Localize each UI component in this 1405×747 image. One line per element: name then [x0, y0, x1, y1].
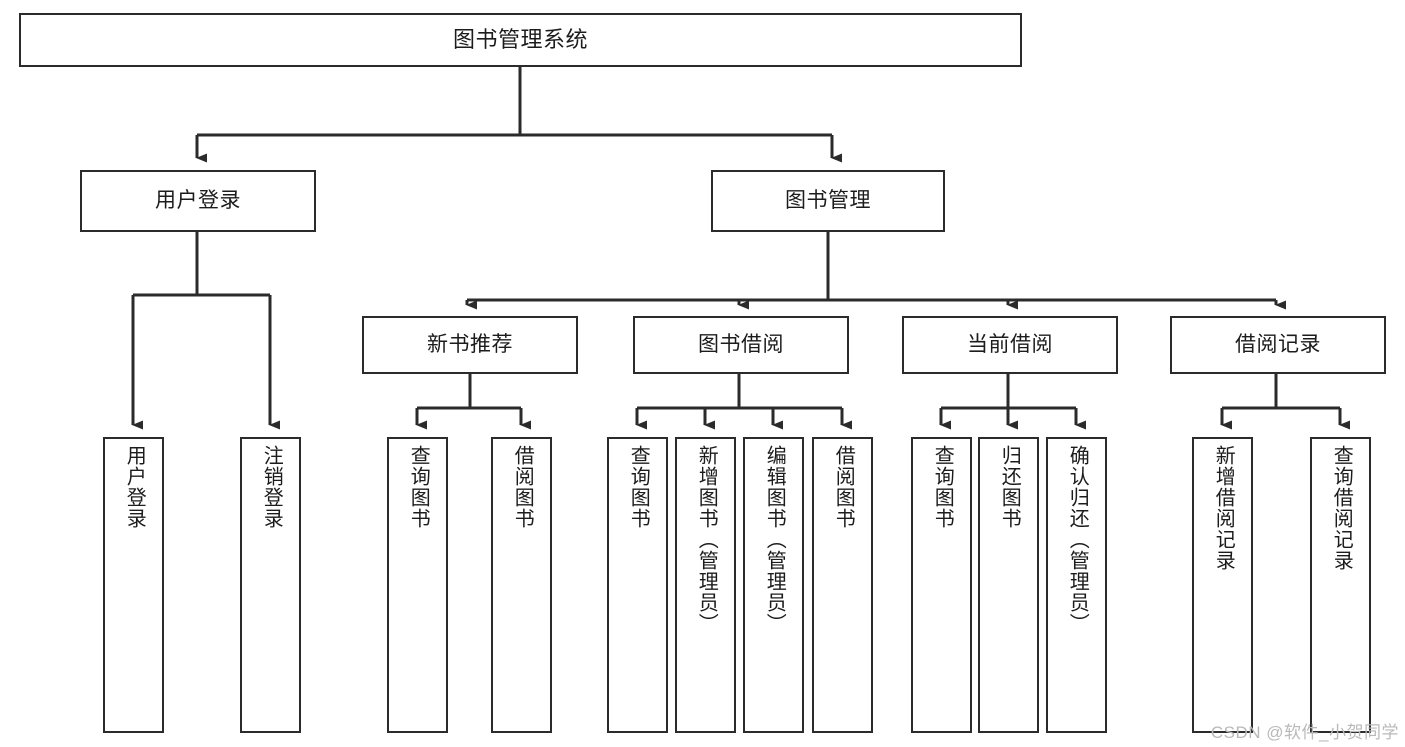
leaf-label: 查询借阅记录: [1330, 445, 1353, 571]
leaf-label: 借阅图书: [832, 445, 855, 529]
leaf-current-confirm-return[interactable]: 确认归还（管理员）: [1046, 437, 1107, 733]
leaf-borrow-query-book[interactable]: 查询图书: [607, 437, 668, 733]
leaf-label: 归还图书: [998, 445, 1021, 529]
leaf-current-return-book[interactable]: 归还图书: [978, 437, 1039, 733]
node-root-label: 图书管理系统: [452, 27, 588, 53]
node-book-management-label: 图书管理: [785, 188, 871, 212]
node-root[interactable]: 图书管理系统: [19, 13, 1022, 67]
node-new-book-recommend[interactable]: 新书推荐: [362, 316, 578, 374]
node-current-borrow[interactable]: 当前借阅: [902, 316, 1118, 374]
node-user-login[interactable]: 用户登录: [80, 170, 316, 232]
leaf-label: 借阅图书: [511, 445, 534, 529]
leaf-label: 新增图书（管理员）: [695, 445, 718, 634]
node-book-borrow[interactable]: 图书借阅: [633, 316, 849, 374]
leaf-label: 注销登录: [260, 445, 283, 529]
leaf-user-login-logout[interactable]: 注销登录: [240, 437, 301, 733]
leaf-label: 查询图书: [627, 445, 650, 529]
leaf-user-login-login[interactable]: 用户登录: [103, 437, 164, 733]
leaf-label: 新增借阅记录: [1212, 445, 1235, 571]
node-book-management[interactable]: 图书管理: [711, 170, 945, 232]
node-user-login-label: 用户登录: [155, 188, 241, 212]
watermark: CSDN @软件_小贺同学: [1210, 723, 1399, 742]
leaf-label: 查询图书: [407, 445, 430, 529]
leaf-borrow-edit-book[interactable]: 编辑图书（管理员）: [743, 437, 804, 733]
leaf-label: 编辑图书（管理员）: [763, 445, 786, 634]
leaf-records-query-record[interactable]: 查询借阅记录: [1310, 437, 1371, 733]
leaf-new-book-borrow[interactable]: 借阅图书: [491, 437, 552, 733]
node-borrow-records[interactable]: 借阅记录: [1170, 316, 1386, 374]
node-current-borrow-label: 当前借阅: [967, 332, 1053, 356]
leaf-label: 查询图书: [931, 445, 954, 529]
leaf-borrow-add-book[interactable]: 新增图书（管理员）: [675, 437, 736, 733]
leaf-borrow-borrow-book[interactable]: 借阅图书: [812, 437, 873, 733]
leaf-current-query-book[interactable]: 查询图书: [911, 437, 972, 733]
leaf-label: 用户登录: [123, 445, 146, 529]
node-new-book-recommend-label: 新书推荐: [427, 332, 513, 356]
leaf-label: 确认归还（管理员）: [1066, 445, 1089, 634]
node-book-borrow-label: 图书借阅: [698, 332, 784, 356]
leaf-new-book-query[interactable]: 查询图书: [387, 437, 448, 733]
leaf-records-add-record[interactable]: 新增借阅记录: [1192, 437, 1253, 733]
node-borrow-records-label: 借阅记录: [1235, 332, 1321, 356]
